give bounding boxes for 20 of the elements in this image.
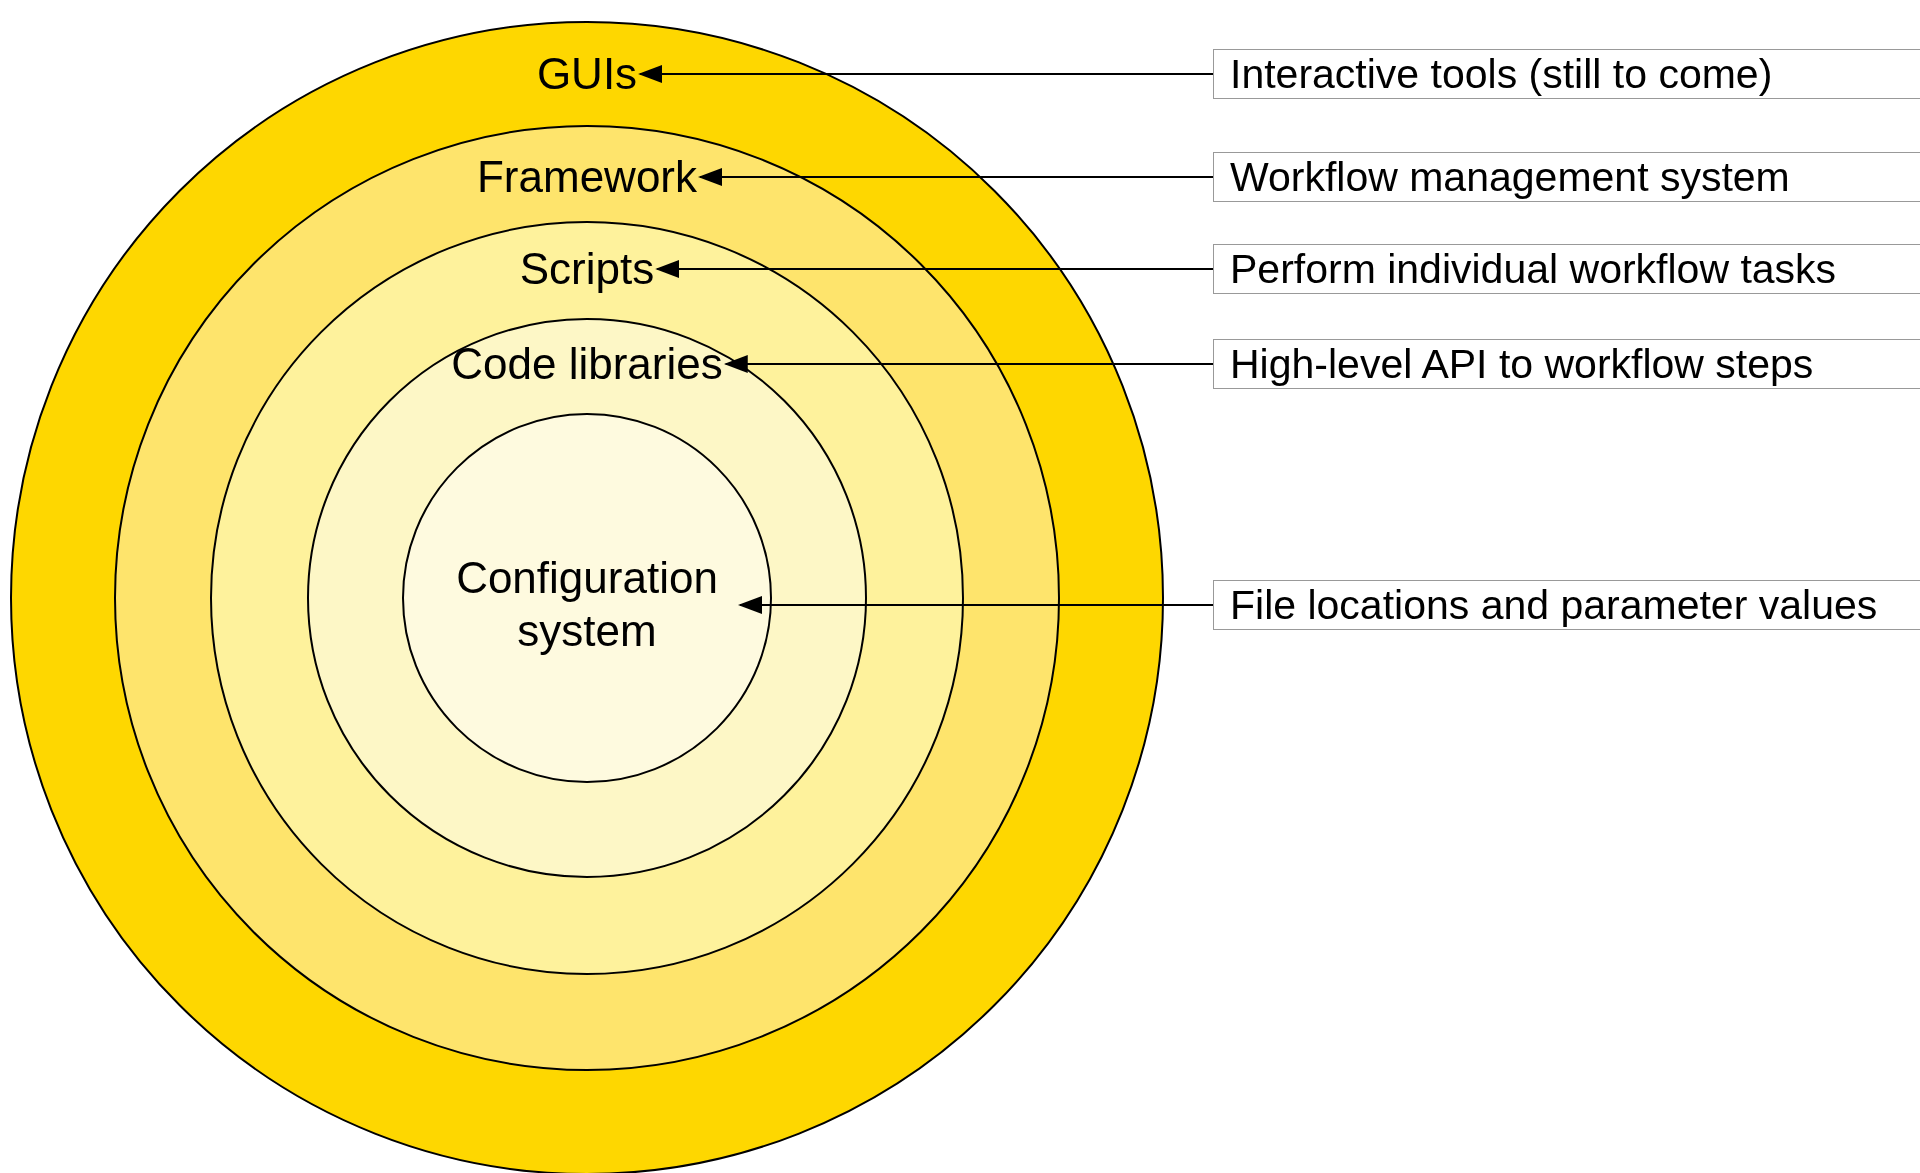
description-box (1213, 152, 1920, 202)
arrow (655, 260, 1214, 278)
description-text: File locations and parameter values (1230, 584, 1878, 626)
description-text: High-level API to workflow steps (1230, 343, 1814, 385)
layer-label: Code libraries (451, 337, 723, 390)
layer-label: Scripts (519, 242, 655, 295)
description-box (1213, 244, 1920, 294)
layer-label: Framework (477, 150, 697, 203)
description-text: Perform individual workflow tasks (1230, 248, 1837, 290)
description-text: Workflow management system (1230, 156, 1790, 198)
arrow (698, 168, 1214, 186)
description-box (1213, 339, 1920, 389)
layer-label: Configuration system (455, 552, 719, 657)
arrow (638, 65, 1214, 83)
description-box (1213, 49, 1920, 99)
arrow (738, 596, 1214, 614)
layer-label: GUIs (536, 47, 638, 100)
description-box (1213, 580, 1920, 630)
description-text: Interactive tools (still to come) (1230, 53, 1773, 95)
arrow (723, 355, 1214, 373)
